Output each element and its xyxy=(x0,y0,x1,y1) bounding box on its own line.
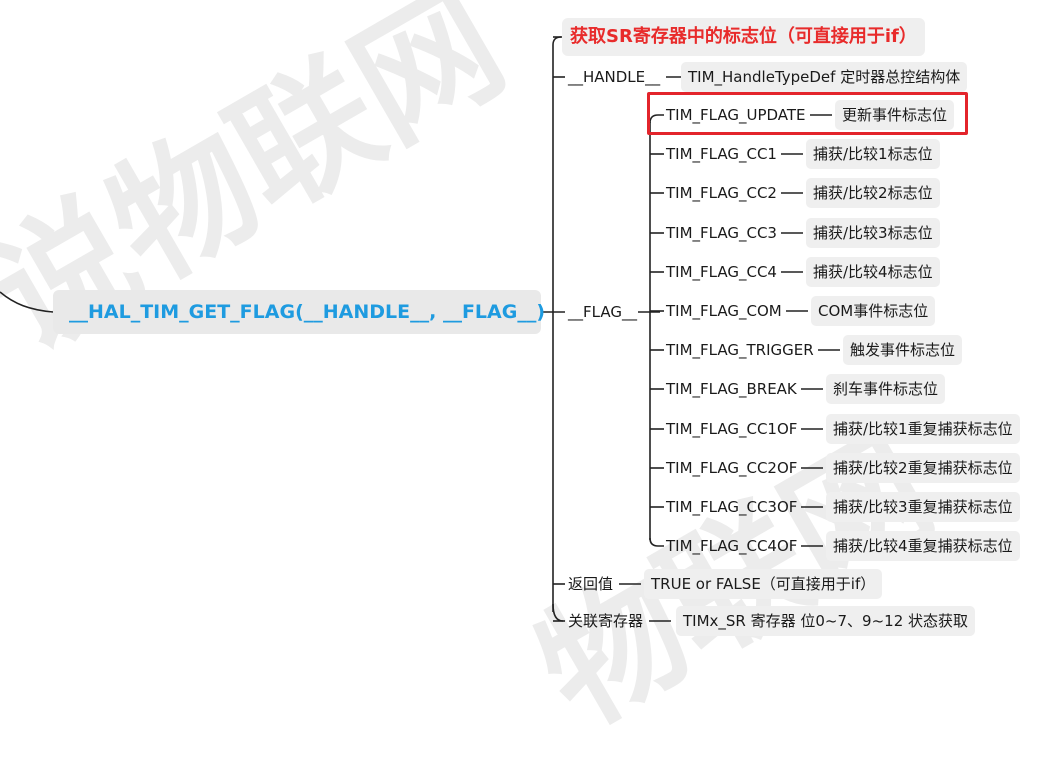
root-macro-node: __HAL_TIM_GET_FLAG(__HANDLE__, __FLAG__) xyxy=(53,290,545,334)
flag-item-name: TIM_FLAG_CC1OF xyxy=(666,420,798,438)
flag-item-desc: 捕获/比较3重复捕获标志位 xyxy=(826,492,1020,522)
flag-item-desc: 捕获/比较2重复捕获标志位 xyxy=(826,453,1020,483)
flag-item-desc: 捕获/比较1标志位 xyxy=(806,139,940,169)
flag-item-branch xyxy=(649,537,664,547)
return-value-key: 返回值 xyxy=(568,575,614,593)
root-left-wire xyxy=(0,291,54,313)
flag-item-desc: 更新事件标志位 xyxy=(835,100,955,130)
flag-item-name: TIM_FLAG_CC2 xyxy=(666,184,777,202)
flag-item-name: TIM_FLAG_CC4 xyxy=(666,263,777,281)
flag-item-desc: 捕获/比较4重复捕获标志位 xyxy=(826,531,1020,561)
title-node: 获取SR寄存器中的标志位（可直接用于if） xyxy=(562,18,925,56)
register-value: TIMx_SR 寄存器 位0~7、9~12 状态获取 xyxy=(676,606,976,636)
handle-value: TIM_HandleTypeDef 定时器总控结构体 xyxy=(681,62,968,92)
flag-item-desc: 捕获/比较1重复捕获标志位 xyxy=(826,414,1020,444)
handle-key: __HANDLE__ xyxy=(568,68,661,86)
flag-item-name: TIM_FLAG_CC2OF xyxy=(666,459,798,477)
flag-item-branch xyxy=(649,114,664,124)
register-key: 关联寄存器 xyxy=(568,612,644,630)
flag-item-name: TIM_FLAG_CC3OF xyxy=(666,498,798,516)
flag-item-desc: 捕获/比较2标志位 xyxy=(806,178,940,208)
flag-item-desc: 刹车事件标志位 xyxy=(826,374,946,404)
flag-item-name: TIM_FLAG_TRIGGER xyxy=(666,341,814,359)
flag-item-desc: 捕获/比较3标志位 xyxy=(806,218,940,248)
flag-item-desc: 捕获/比较4标志位 xyxy=(806,257,940,287)
flag-item-name: TIM_FLAG_CC1 xyxy=(666,145,777,163)
flag-item-name: TIM_FLAG_BREAK xyxy=(666,380,797,398)
flag-key: __FLAG__ xyxy=(568,303,637,321)
highlight-box xyxy=(647,92,968,135)
flag-item-name: TIM_FLAG_UPDATE xyxy=(666,106,806,124)
flag-item-name: TIM_FLAG_CC4OF xyxy=(666,537,798,555)
flag-item-desc: 触发事件标志位 xyxy=(843,335,963,365)
flag-item-desc: COM事件标志位 xyxy=(811,296,936,326)
return-value-value: TRUE or FALSE（可直接用于if） xyxy=(644,569,883,599)
connector-lines xyxy=(0,36,840,622)
flag-item-name: TIM_FLAG_CC3 xyxy=(666,224,777,242)
flag-item-name: TIM_FLAG_COM xyxy=(666,302,782,320)
